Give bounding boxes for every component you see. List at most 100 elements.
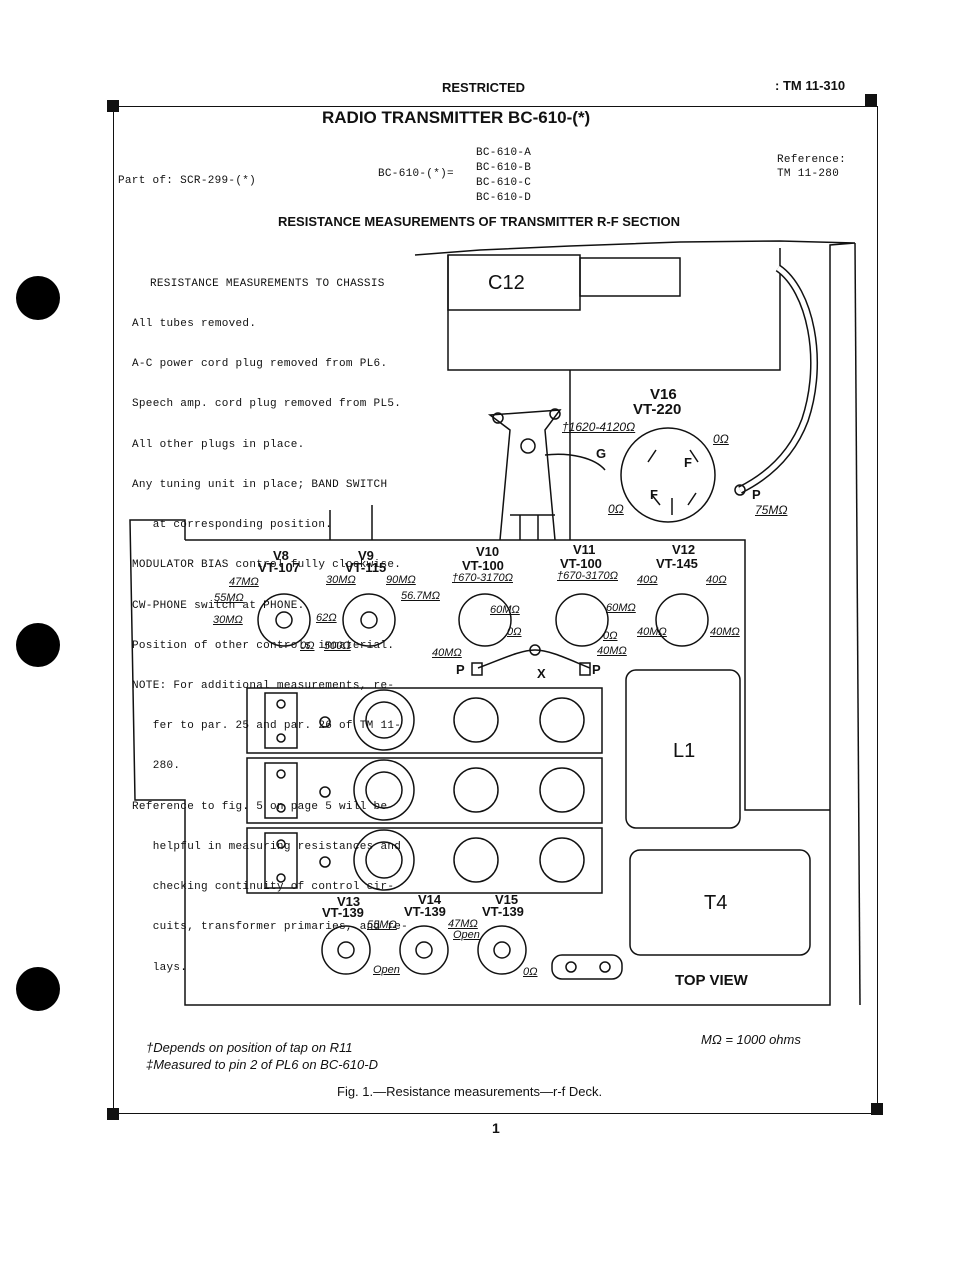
v12-value: 40MΩ bbox=[710, 626, 740, 638]
v10-value: †670-3170Ω bbox=[452, 572, 513, 584]
note-line: NOTE: For additional measurements, re- bbox=[132, 680, 395, 692]
page-title: RADIO TRANSMITTER BC-610-(*) bbox=[322, 108, 591, 127]
binder-hole bbox=[16, 967, 60, 1011]
page-frame bbox=[113, 106, 878, 1114]
corner-mark bbox=[107, 1108, 119, 1120]
notes-heading: RESISTANCE MEASUREMENTS TO CHASSIS bbox=[150, 277, 385, 290]
v8-value: 30MΩ bbox=[213, 614, 243, 626]
v9-value: 56.7MΩ bbox=[401, 590, 440, 602]
v13-type: VT-139 bbox=[322, 905, 364, 920]
v14-value: Open bbox=[453, 929, 480, 941]
v11-ref: V11 bbox=[573, 542, 596, 557]
v16-ref: V16 bbox=[650, 386, 677, 403]
v11-value: †670-3170Ω bbox=[557, 570, 618, 582]
footnote-ddagger: ‡Measured to pin 2 of PL6 on BC-610-D bbox=[146, 1057, 378, 1072]
v8-value: 0Ω bbox=[300, 640, 315, 652]
v9-ref: V9 bbox=[358, 548, 374, 563]
binder-hole bbox=[16, 276, 60, 320]
v9-type: VT-115 bbox=[345, 560, 387, 575]
p-right-value: 40MΩ bbox=[597, 645, 627, 657]
v8-value: 47MΩ bbox=[229, 576, 259, 588]
v16-f2: F bbox=[650, 487, 658, 502]
v13-value: 55MΩ bbox=[367, 919, 397, 931]
model-item: BC-610-B bbox=[476, 162, 532, 174]
footnote-dagger: †Depends on position of tap on R11 bbox=[146, 1040, 353, 1055]
doc-number: : TM 11-310 bbox=[775, 78, 846, 93]
t4-label: T4 bbox=[704, 892, 728, 914]
v14-type: VT-139 bbox=[404, 904, 446, 919]
reference-value: TM 11-280 bbox=[777, 168, 840, 180]
v10-value: 0Ω bbox=[507, 626, 522, 638]
corner-mark bbox=[107, 100, 119, 112]
l1-label: L1 bbox=[673, 740, 696, 762]
p-left: P bbox=[456, 662, 465, 677]
v16-type: VT-220 bbox=[633, 401, 682, 418]
notes-block: RESISTANCE MEASUREMENTS TO CHASSIS All t… bbox=[132, 251, 422, 988]
note-line: lays. bbox=[132, 961, 188, 974]
note-line: All other plugs in place. bbox=[132, 438, 305, 451]
v9-value: 90MΩ bbox=[386, 574, 416, 586]
v16-f1: F bbox=[684, 455, 692, 470]
v15-type: VT-139 bbox=[482, 904, 524, 919]
v16-g: G bbox=[596, 446, 607, 461]
corner-mark bbox=[865, 94, 877, 106]
model-prefix: BC-610-(*)= bbox=[378, 168, 454, 180]
note-line: checking continuity of control cir- bbox=[132, 881, 395, 894]
part-of: Part of: SCR-299-(*) bbox=[118, 175, 257, 187]
v11-value: 0Ω bbox=[603, 630, 618, 642]
v10-type: VT-100 bbox=[462, 558, 504, 573]
v16-zero-top: 0Ω bbox=[713, 432, 729, 446]
note-line: A-C power cord plug removed from PL6. bbox=[132, 358, 388, 371]
v8-value: 55MΩ bbox=[214, 592, 244, 604]
c12-label: C12 bbox=[488, 272, 525, 294]
reference-label: Reference: bbox=[777, 154, 847, 166]
v10-ref: V10 bbox=[476, 544, 500, 559]
v14-ref: V14 bbox=[418, 892, 442, 907]
v10-value: 60MΩ bbox=[490, 604, 520, 616]
v9-value: 62Ω bbox=[316, 612, 337, 624]
v8-type: VT-107 bbox=[258, 560, 300, 575]
model-item: BC-610-A bbox=[476, 147, 532, 159]
v12-ref: V12 bbox=[672, 542, 696, 557]
v14-value: 47MΩ bbox=[448, 918, 478, 930]
model-list: BC-610-A BC-610-B BC-610-C BC-610-D bbox=[476, 146, 531, 206]
figure-caption: Fig. 1.—Resistance measurements—r-f Deck… bbox=[337, 1084, 603, 1099]
v16-zero-bottom: 0Ω bbox=[608, 502, 624, 516]
note-line: CW-PHONE switch at PHONE. bbox=[132, 599, 305, 612]
p-left-value: 40MΩ bbox=[432, 647, 462, 659]
p-right: P bbox=[592, 662, 601, 677]
note-line: All tubes removed. bbox=[132, 318, 257, 331]
v9-value: 30MΩ bbox=[326, 574, 356, 586]
v15-value: 0Ω bbox=[523, 966, 538, 978]
v11-value: 60MΩ bbox=[606, 602, 636, 614]
note-line: helpful in measuring resistances and bbox=[132, 840, 402, 853]
note-line: Any tuning unit in place; BAND SWITCH bbox=[132, 478, 388, 491]
note-line: MODULATOR BIAS control fully clockwise. bbox=[132, 559, 402, 572]
page-number: 1 bbox=[492, 1120, 500, 1136]
binder-hole bbox=[16, 623, 60, 667]
v12-value: 40Ω bbox=[637, 574, 658, 586]
v12-value: 40Ω bbox=[706, 574, 727, 586]
v16-g-range: †1620-4120Ω bbox=[562, 420, 636, 434]
v8-ref: V8 bbox=[273, 548, 289, 563]
note-line: at corresponding position. bbox=[132, 519, 333, 532]
v11-type: VT-100 bbox=[560, 556, 602, 571]
v13-value: Open bbox=[373, 964, 400, 976]
v13-ref: V13 bbox=[337, 894, 361, 909]
v16-p: P bbox=[752, 487, 761, 502]
unit-note: MΩ = 1000 ohms bbox=[701, 1032, 801, 1047]
v12-type: VT-145 bbox=[656, 556, 698, 571]
top-view-label: TOP VIEW bbox=[675, 972, 748, 989]
v16-p-value: 75MΩ bbox=[755, 503, 788, 517]
note-line: cuits, transformer primaries, and re- bbox=[132, 921, 409, 934]
model-item: BC-610-D bbox=[476, 192, 532, 204]
x-label: X bbox=[537, 666, 546, 681]
v9-value: 500Ω bbox=[324, 640, 351, 652]
v15-ref: V15 bbox=[495, 892, 519, 907]
corner-mark bbox=[871, 1103, 883, 1115]
section-title: RESISTANCE MEASUREMENTS OF TRANSMITTER R… bbox=[278, 214, 681, 229]
classification-marking: RESTRICTED bbox=[442, 80, 526, 95]
note-line: Speech amp. cord plug removed from PL5. bbox=[132, 398, 402, 411]
v12-value: 40MΩ bbox=[637, 626, 667, 638]
